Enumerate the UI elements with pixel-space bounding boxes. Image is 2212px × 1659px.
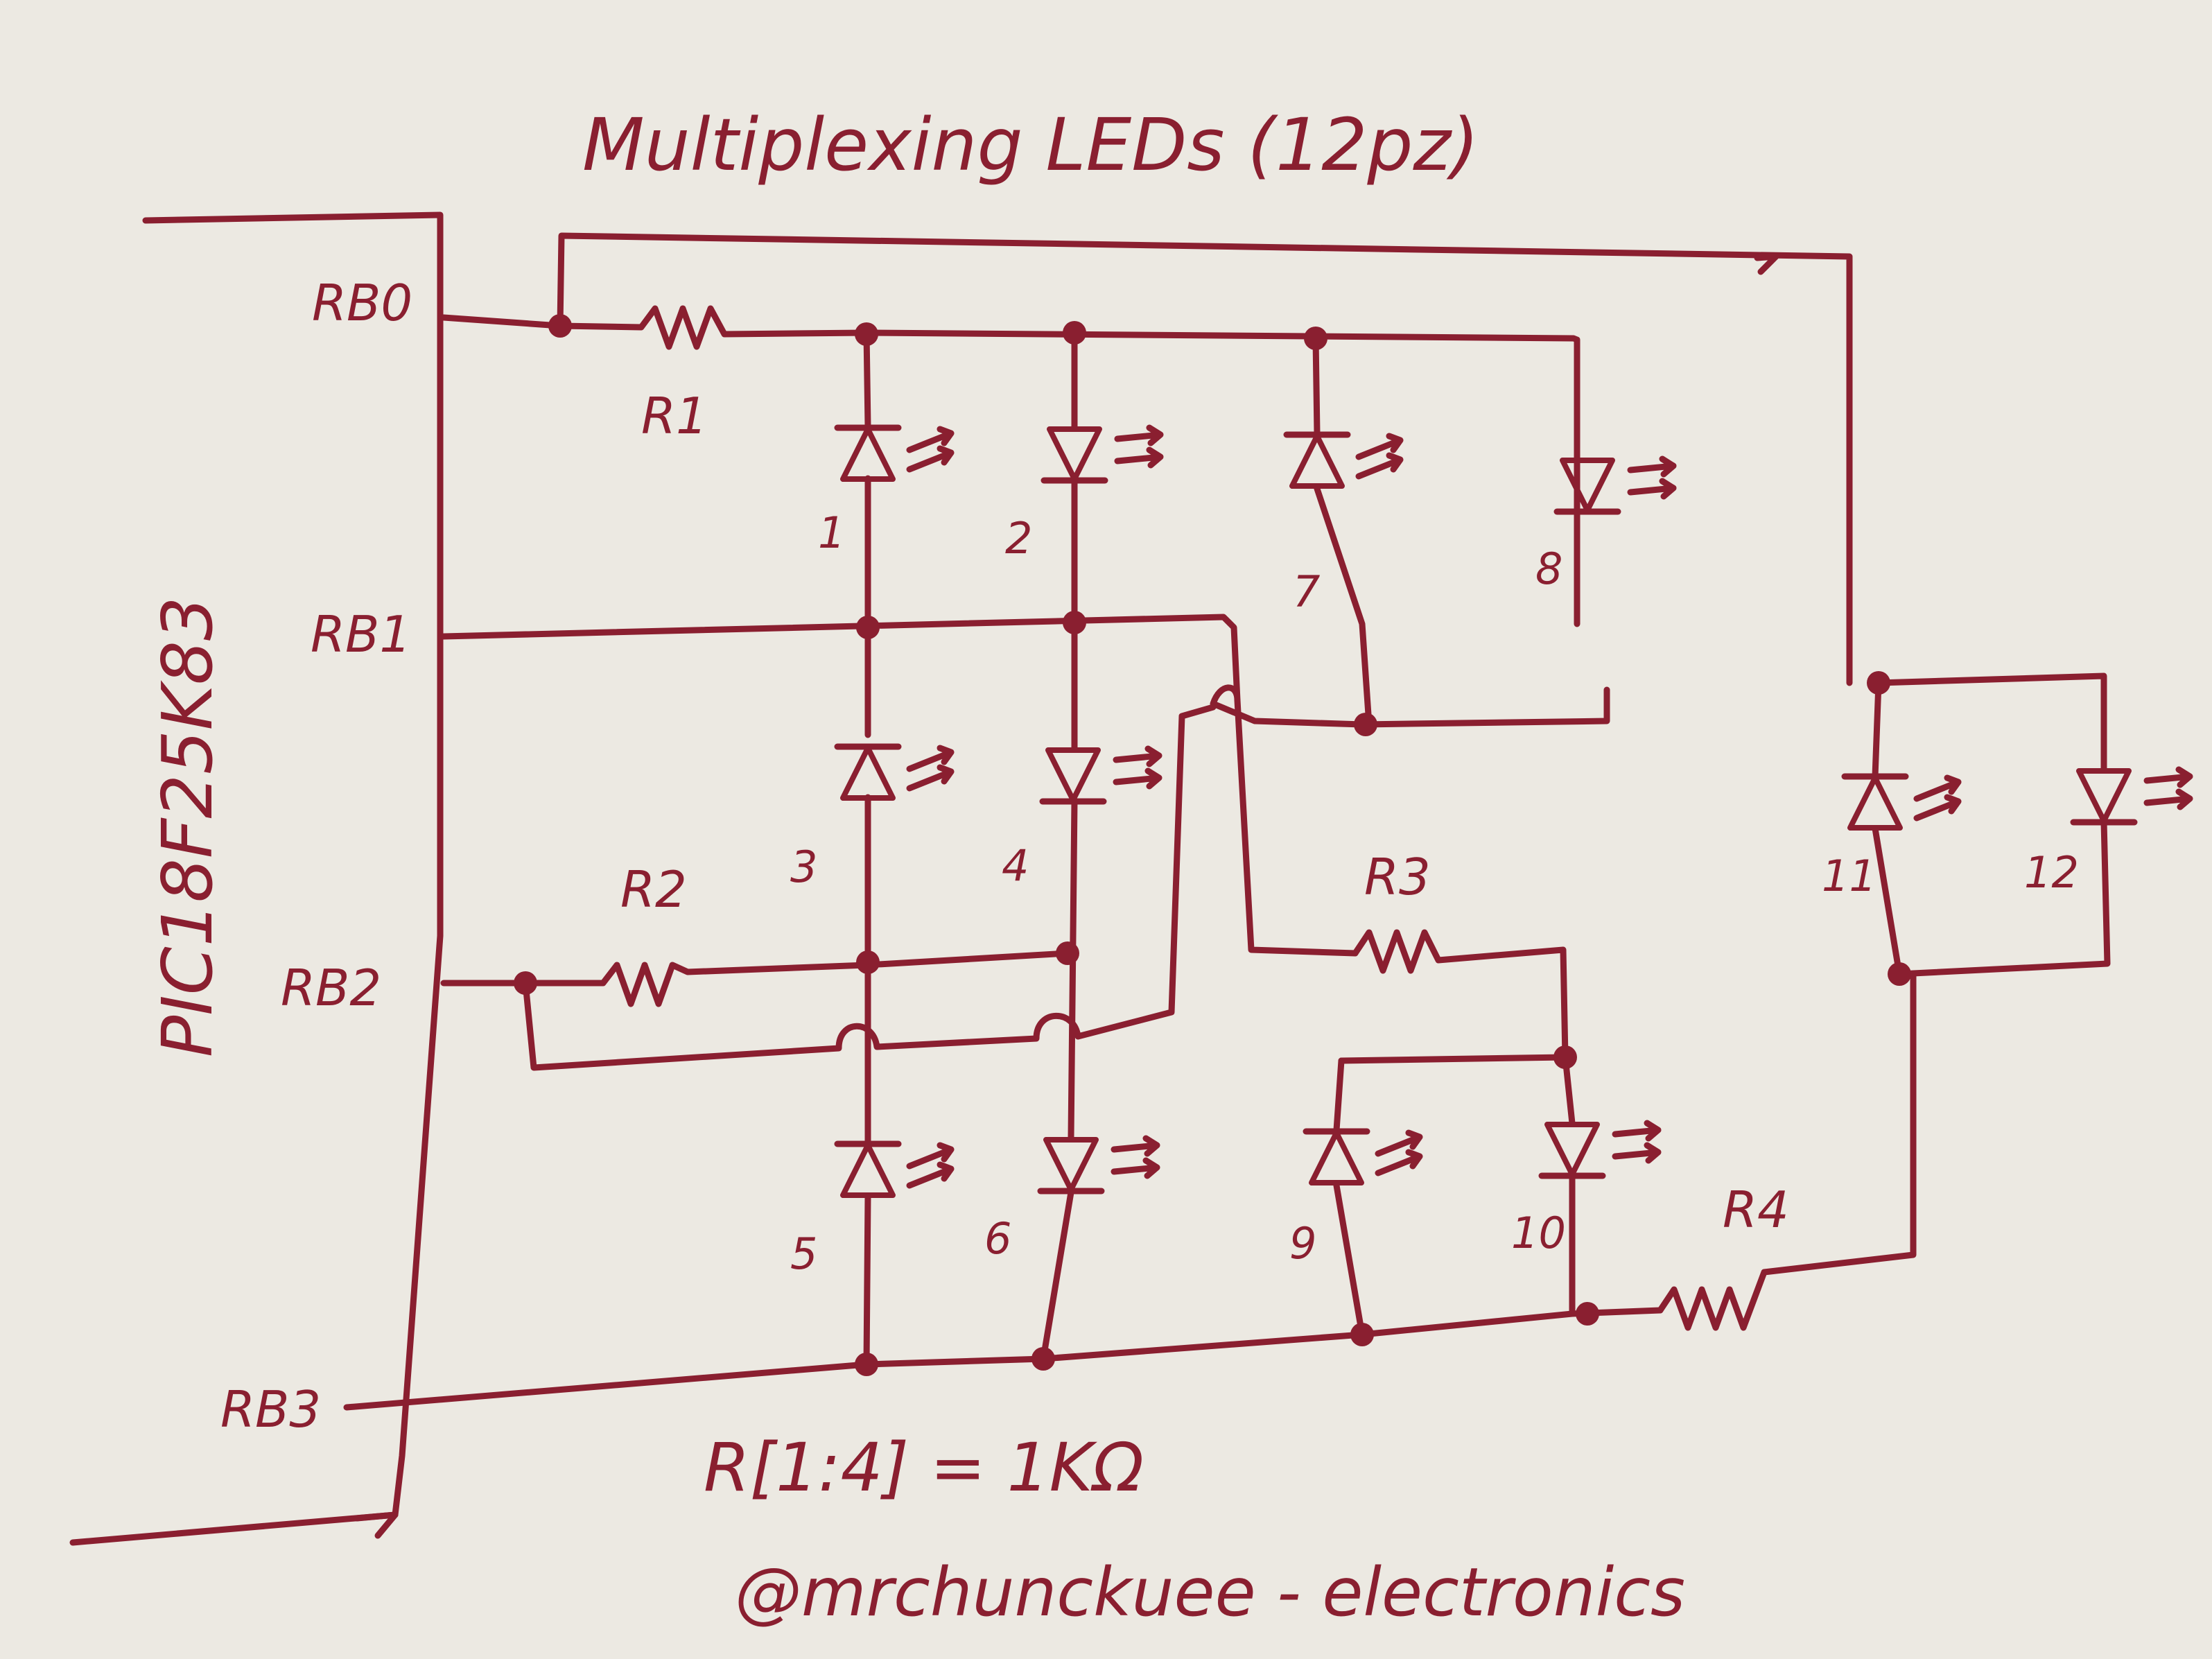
led-10-icon <box>1542 1123 1658 1176</box>
junction-dots <box>514 314 1911 1376</box>
pin-label-rb3: RB3 <box>220 1380 321 1439</box>
chip-label: PIC18F25K83 <box>147 597 228 1057</box>
resistor-label-r2: R2 <box>620 860 687 919</box>
led-12-icon <box>2073 770 2190 822</box>
led-label-4: 4 <box>1002 840 1029 891</box>
microcontroller-body <box>69 211 444 1546</box>
led-4-icon <box>1043 749 1159 801</box>
led-label-2: 2 <box>1005 513 1032 564</box>
led-label-1: 1 <box>818 507 845 558</box>
diagram-title: Multiplexing LEDs (12pz) <box>582 103 1479 187</box>
resistor-label-r3: R3 <box>1364 848 1431 906</box>
led-label-6: 6 <box>984 1213 1011 1264</box>
led-11-icon <box>1845 776 1958 828</box>
led-label-8: 8 <box>1535 544 1562 594</box>
led-label-10: 10 <box>1511 1208 1566 1258</box>
led-9-icon <box>1306 1131 1420 1183</box>
led-label-9: 9 <box>1289 1218 1316 1269</box>
pin-label-rb2: RB2 <box>281 959 381 1017</box>
led-5-icon <box>837 1144 951 1195</box>
led-symbols <box>837 428 2190 1195</box>
pin-label-rb1: RB1 <box>311 605 411 663</box>
author-credit: @mrchunckuee - electronics <box>735 1554 1685 1631</box>
led-label-12: 12 <box>2024 847 2079 898</box>
resistor-label-r1: R1 <box>641 387 708 445</box>
led-7-icon <box>1287 435 1400 486</box>
led-2-icon <box>1044 428 1160 480</box>
resistor-label-r4: R4 <box>1723 1181 1789 1239</box>
wiring <box>343 232 2111 1411</box>
led-3-icon <box>837 747 951 798</box>
pin-label-rb0: RB0 <box>312 274 412 332</box>
led-label-11: 11 <box>1822 851 1876 901</box>
led-label-7: 7 <box>1293 566 1320 617</box>
led-6-icon <box>1040 1138 1157 1191</box>
led-label-3: 3 <box>790 842 817 892</box>
led-1-icon <box>837 428 951 479</box>
led-label-5: 5 <box>790 1228 817 1279</box>
resistor-value-note: R[1:4] = 1KΩ <box>704 1429 1144 1506</box>
